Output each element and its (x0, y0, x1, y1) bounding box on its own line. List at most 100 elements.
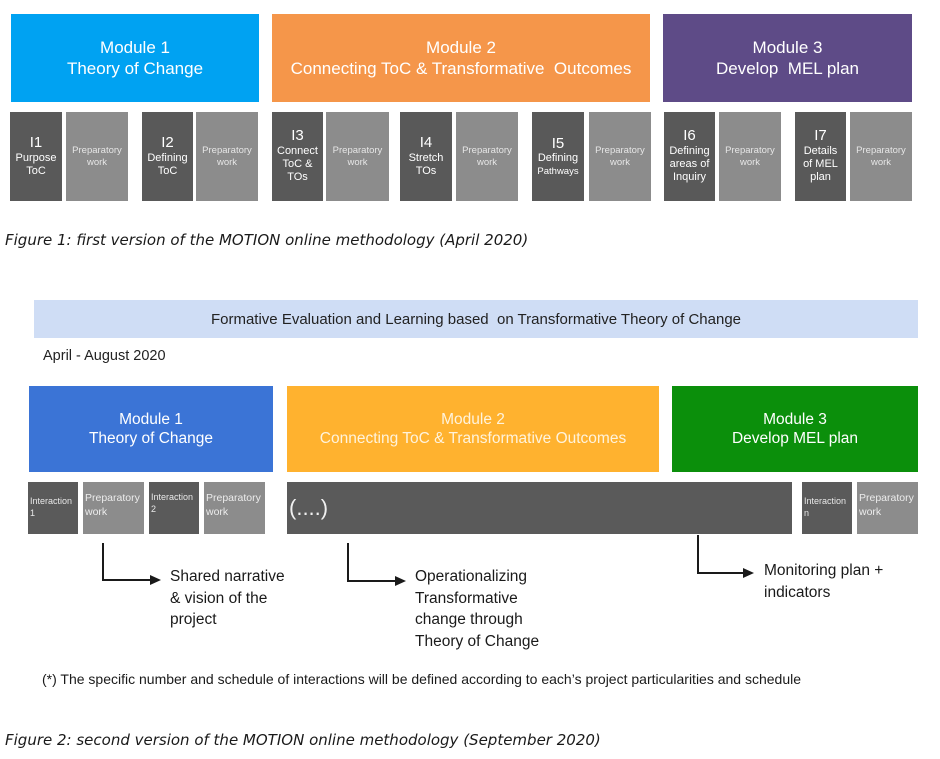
interaction-label: Interaction (151, 492, 194, 502)
f1-interaction-i6: I6 Defining areas of Inquiry (664, 112, 715, 201)
outcome-line: Theory of Change (415, 633, 540, 651)
interaction-label: plan (810, 171, 831, 184)
interaction-label: ToC (26, 164, 46, 177)
prep-label: Preparatory (332, 145, 383, 156)
interaction-label: TOs (415, 164, 437, 177)
outcome-line: Transformative (415, 589, 518, 607)
prep-label: work (609, 157, 631, 169)
arrow-1-vertical (102, 543, 104, 581)
f1-prep-i7: Preparatory work (850, 112, 912, 201)
outcome-line: change through (415, 611, 523, 629)
arrow-2-head-icon (395, 576, 406, 586)
prep-label: Preparatory (595, 145, 645, 156)
interaction-number: n (804, 507, 810, 518)
interaction-number: 1 (30, 507, 36, 518)
f2-module-3-title: Module 3 (763, 410, 827, 428)
outcome-3: Monitoring plan + indicators (764, 560, 883, 603)
f2-prep-n: Preparatory work (857, 482, 918, 534)
figure-1-caption: Figure 1: first version of the MOTION on… (5, 231, 529, 249)
f2-interaction-2: Interaction 2 (149, 482, 199, 534)
interaction-label: areas of (669, 158, 710, 171)
arrow-1-head-icon (150, 575, 161, 585)
prep-label: Preparatory (206, 492, 261, 504)
f2-module-1-subtitle: Theory of Change (88, 430, 214, 447)
interaction-label: of MEL (803, 158, 838, 171)
interaction-id: I3 (291, 127, 304, 145)
prep-label: work (476, 157, 498, 169)
f1-prep-i3: Preparatory work (326, 112, 389, 201)
prep-label: Preparatory (202, 145, 252, 156)
f2-ellipsis-bar: (....) (287, 482, 792, 534)
arrow-3-vertical (697, 535, 699, 574)
interaction-label: Connect (277, 144, 318, 157)
interaction-label: Interaction (30, 496, 73, 506)
outcome-line: indicators (764, 583, 831, 601)
f1-module-1-subtitle: Theory of Change (66, 59, 204, 78)
f1-module-3: Module 3 Develop MEL plan (663, 14, 912, 102)
interaction-label: Purpose (15, 151, 57, 164)
f1-module-2-subtitle: Connecting ToC & Transformative Outcomes (290, 59, 632, 78)
f2-header-band: Formative Evaluation and Learning based … (34, 300, 918, 338)
f2-period: April - August 2020 (43, 348, 166, 364)
f1-module-2-title: Module 2 (426, 37, 496, 57)
f1-interaction-i4: I4 Stretch TOs (400, 112, 452, 201)
interaction-label: ToC & (282, 158, 313, 171)
interaction-label: Stretch (408, 151, 444, 164)
f1-interaction-i3: I3 Connect ToC & TOs (272, 112, 323, 201)
interaction-label: Defining (147, 151, 188, 164)
prep-label: work (206, 505, 229, 518)
f2-prep-2: Preparatory work (204, 482, 265, 534)
interaction-label: Defining (669, 144, 710, 157)
f1-module-1: Module 1 Theory of Change (11, 14, 259, 102)
f2-footnote: (*) The specific number and schedule of … (42, 671, 802, 687)
f1-module-2: Module 2 Connecting ToC & Transformative… (272, 14, 650, 102)
prep-label: Preparatory (725, 145, 775, 156)
arrow-2-horizontal (347, 580, 397, 582)
prep-label: work (347, 157, 368, 169)
f1-prep-i4: Preparatory work (456, 112, 518, 201)
f2-interaction-n: Interaction n (802, 482, 852, 534)
prep-label: work (870, 157, 892, 169)
interaction-label: Defining (537, 152, 579, 165)
f1-interaction-i7: I7 Details of MEL plan (795, 112, 846, 201)
prep-label: Preparatory (72, 145, 122, 156)
interaction-id: I6 (683, 127, 696, 145)
prep-label: Preparatory (859, 492, 914, 504)
interaction-label: Details (803, 144, 838, 157)
arrow-3-horizontal (697, 572, 745, 574)
f1-prep-i2: Preparatory work (196, 112, 258, 201)
f2-module-1-title: Module 1 (119, 410, 183, 428)
f1-prep-i5: Preparatory work (589, 112, 651, 201)
f2-header-text: Formative Evaluation and Learning based … (210, 310, 742, 328)
outcome-2: Operationalizing Transformative change t… (415, 566, 539, 653)
f1-prep-i1: Preparatory work (66, 112, 128, 201)
outcome-1: Shared narrative & vision of the project (170, 566, 285, 631)
interaction-label: ToC (157, 164, 178, 177)
arrow-1-horizontal (102, 579, 152, 581)
prep-label: work (859, 505, 882, 518)
interaction-number: 2 (151, 503, 157, 514)
prep-label: Preparatory (856, 145, 906, 156)
outcome-line: Shared narrative (170, 568, 285, 585)
f2-interaction-1: Interaction 1 (28, 482, 78, 534)
f1-module-3-subtitle: Develop MEL plan (715, 59, 859, 78)
f2-module-2: Module 2 Connecting ToC & Transformative… (287, 386, 659, 472)
f1-module-3-title: Module 3 (752, 37, 823, 57)
prep-label: work (739, 157, 761, 169)
f2-module-2-subtitle: Connecting ToC & Transformative Outcomes (319, 430, 627, 447)
outcome-line: Operationalizing (415, 568, 528, 585)
interaction-id: I7 (814, 127, 827, 145)
f1-interaction-i2: I2 Defining ToC (142, 112, 193, 201)
interaction-id: I1 (29, 134, 43, 152)
interaction-label: Interaction (804, 496, 847, 506)
prep-label: work (86, 157, 108, 169)
f1-prep-i6: Preparatory work (719, 112, 781, 201)
f2-module-3-subtitle: Develop MEL plan (731, 430, 859, 447)
f1-module-1-title: Module 1 (100, 37, 170, 57)
interaction-label: Pathways (537, 165, 579, 177)
prep-label: Preparatory (462, 145, 512, 156)
f2-module-2-title: Module 2 (441, 410, 505, 428)
outcome-line: & vision of the (170, 589, 268, 607)
prep-label: work (85, 505, 108, 518)
f2-prep-1: Preparatory work (83, 482, 144, 534)
